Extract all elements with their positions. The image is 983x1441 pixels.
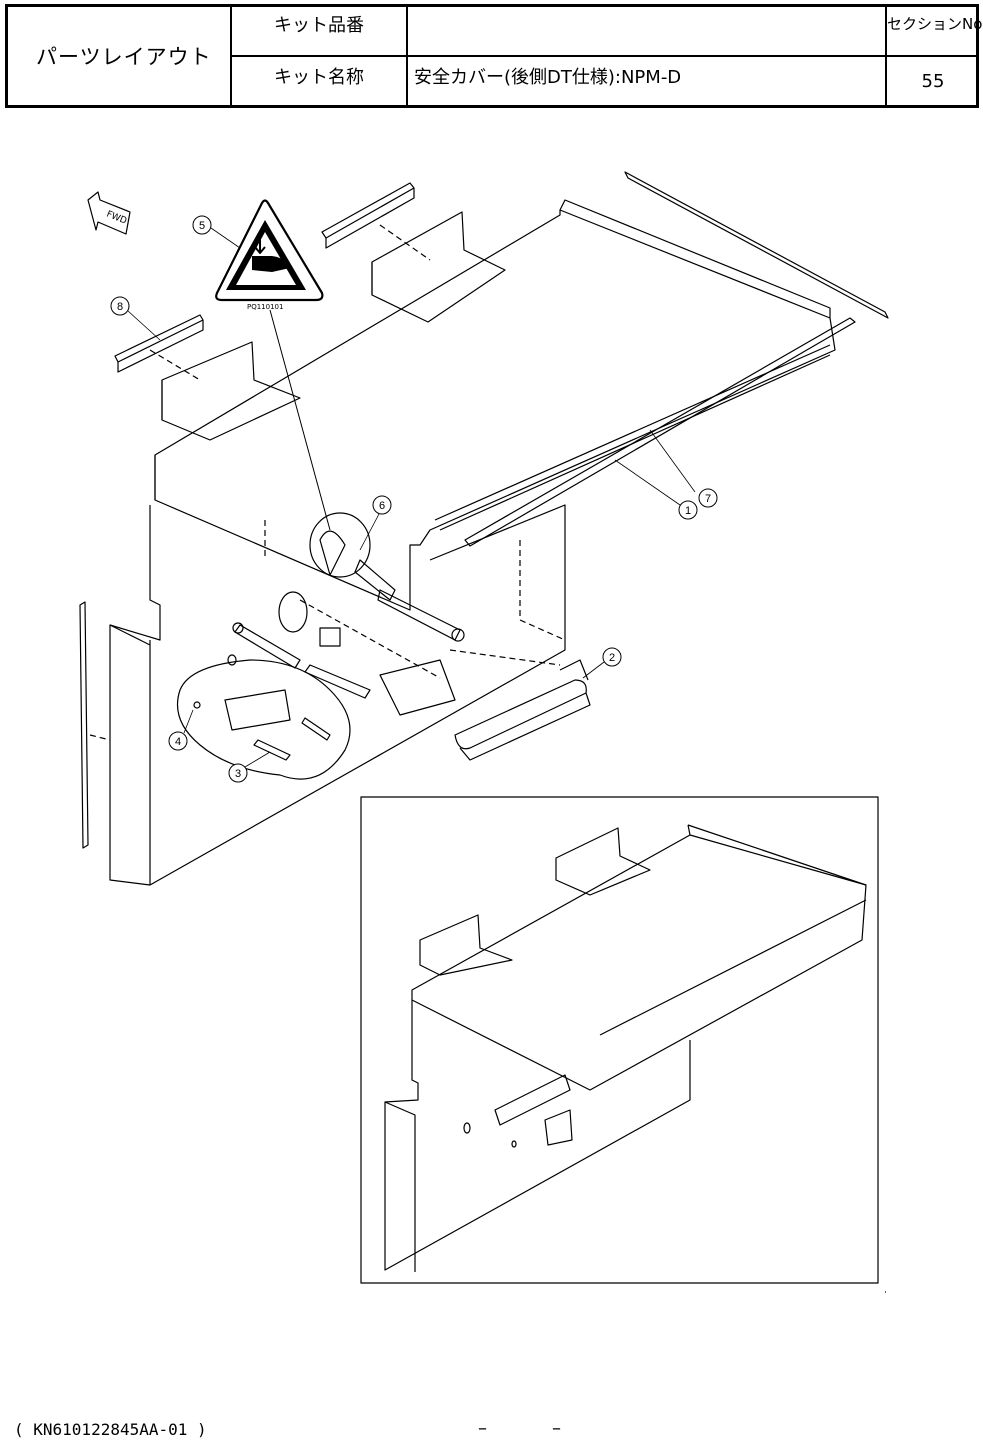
callout-8: 8 (117, 301, 123, 313)
callout-7: 7 (705, 493, 711, 505)
callout-6: 6 (379, 500, 385, 512)
page-dash-left: – (478, 1418, 487, 1439)
callout-2: 2 (609, 652, 615, 664)
callout-1: 1 (685, 505, 691, 517)
document-code: ( KN610122845AA-01 ) (14, 1420, 207, 1439)
callout-3: 3 (235, 768, 241, 780)
page-dash-right: – (552, 1418, 561, 1439)
callout-5: 5 (199, 220, 205, 232)
callout-4: 4 (175, 736, 181, 748)
